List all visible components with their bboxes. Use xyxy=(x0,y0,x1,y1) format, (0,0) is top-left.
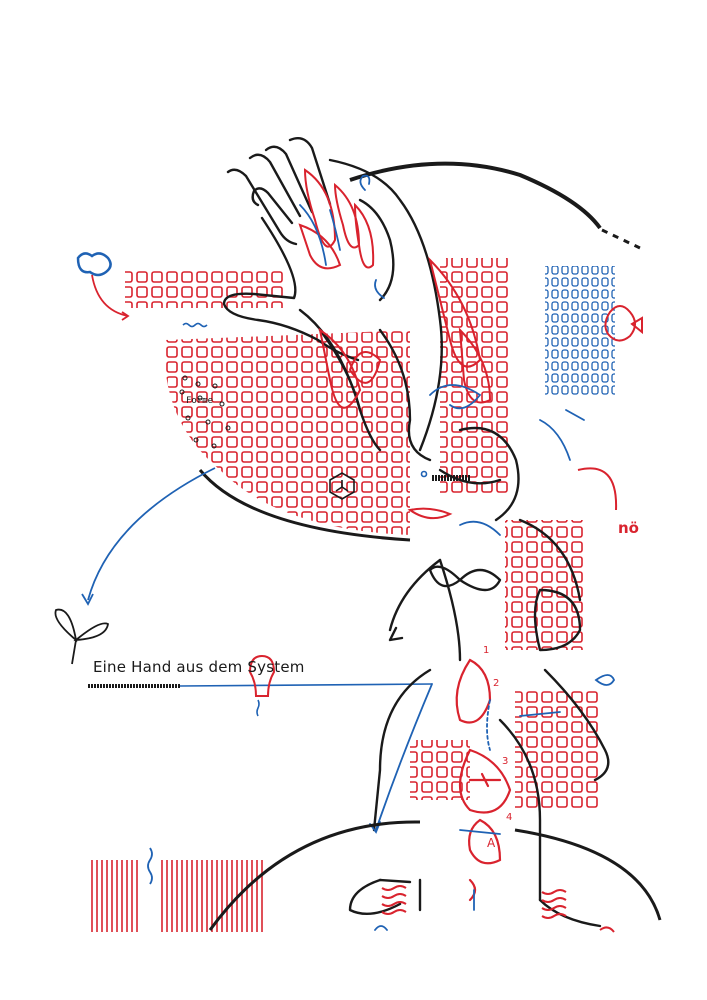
dot-cluster xyxy=(179,375,231,449)
blue-arrow-curve xyxy=(87,467,216,601)
number-1: 1 xyxy=(483,645,490,656)
red-sock-left xyxy=(381,885,407,915)
blue-accents xyxy=(299,174,585,536)
ground-curve-right xyxy=(514,828,662,921)
caption-text: Eine Hand aus dem System xyxy=(93,658,305,676)
number-2: 2 xyxy=(493,678,500,689)
figure-outline xyxy=(348,426,610,928)
hexagon-motif xyxy=(329,472,355,500)
red-fish-motif xyxy=(604,305,643,342)
red-hatch-block-right xyxy=(158,860,263,932)
number-4: 4 xyxy=(506,812,513,823)
blue-connector-line xyxy=(179,683,433,687)
blue-squiggle xyxy=(182,322,208,328)
red-grid-legs xyxy=(515,690,600,810)
blue-arrows xyxy=(369,674,616,931)
black-half-disc-outline xyxy=(198,469,411,542)
small-word: Forme xyxy=(186,396,214,406)
red-hatch-block-left xyxy=(88,860,138,932)
top-arc xyxy=(349,161,602,230)
number-3: 3 xyxy=(502,756,509,767)
annotation-text: nö xyxy=(618,519,639,537)
red-grid-big-half-disc xyxy=(164,330,410,535)
hand-outline xyxy=(222,137,443,462)
red-grid-top xyxy=(125,268,285,308)
red-curl xyxy=(577,467,618,511)
ground-curve xyxy=(208,820,421,931)
blue-grid xyxy=(545,266,615,396)
red-arrow-from-blob xyxy=(91,274,129,317)
red-grid-body xyxy=(505,520,585,650)
red-grid-right-column xyxy=(440,258,510,493)
red-sock-right xyxy=(541,889,567,919)
seed-motif xyxy=(54,608,109,665)
red-leaf-overlay xyxy=(298,168,492,520)
letter-a: A xyxy=(487,836,496,850)
top-arc-dashes xyxy=(601,228,641,250)
blue-blob xyxy=(76,252,112,277)
red-bulb xyxy=(248,654,276,697)
red-segment-chain xyxy=(455,658,512,902)
